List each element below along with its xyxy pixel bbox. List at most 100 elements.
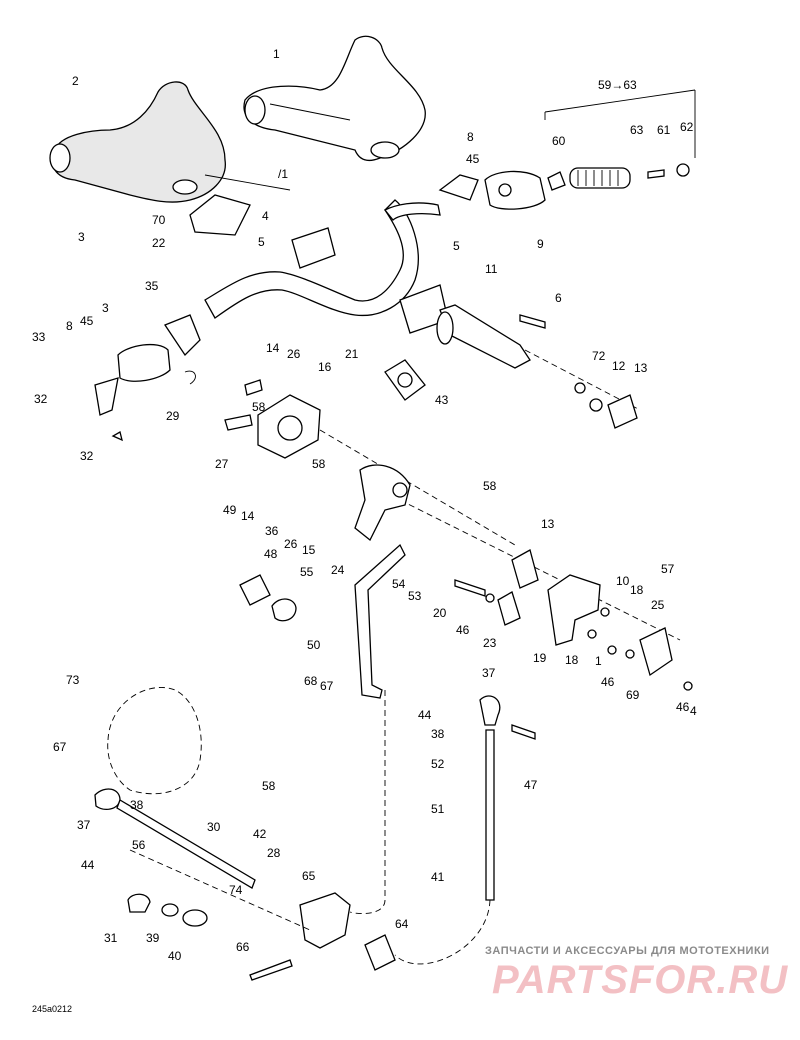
callout-48: 48	[264, 547, 278, 561]
plate-69	[639, 627, 673, 677]
callout-38: 38	[130, 798, 144, 812]
callout-6: 6	[555, 291, 562, 305]
ring-39	[161, 903, 179, 917]
callout-37: 37	[77, 818, 91, 832]
steering-column-11	[436, 304, 531, 369]
callout-22: 22	[152, 236, 166, 250]
callout-4: 4	[690, 704, 697, 718]
callout-44: 44	[81, 858, 95, 872]
bracket-19	[547, 574, 601, 646]
callout-51: 51	[431, 802, 445, 816]
callout-58: 58	[483, 479, 497, 493]
nut-62	[676, 163, 690, 177]
callout-35: 35	[145, 279, 159, 293]
callout-26: 26	[284, 537, 298, 551]
callout-69: 69	[626, 688, 640, 702]
callout-33: 33	[32, 330, 46, 344]
callout-74: 74	[229, 883, 243, 897]
callout-54: 54	[392, 577, 406, 591]
washer-72	[574, 382, 586, 394]
padding-plate	[189, 194, 251, 236]
callout-45: 45	[466, 152, 480, 166]
callout-47: 47	[524, 778, 538, 792]
callout-60: 60	[552, 134, 566, 148]
callout-46: 46	[676, 700, 690, 714]
callout-57: 57	[661, 562, 675, 576]
washer-12	[589, 398, 603, 412]
screw-61	[647, 169, 665, 179]
callout-27: 27	[215, 457, 229, 471]
callout-24: 24	[331, 563, 345, 577]
handlebar-21	[204, 199, 441, 319]
handlebar-padding-1	[243, 35, 426, 162]
callout-16: 16	[318, 360, 332, 374]
group-label: 59→63	[598, 78, 637, 92]
callout-30: 30	[207, 820, 221, 834]
callout-38: 38	[431, 727, 445, 741]
callout-67: 67	[320, 679, 334, 693]
clamp-block-5a	[291, 227, 336, 269]
bushing-13b	[511, 549, 539, 589]
callout-32: 32	[80, 449, 94, 463]
callout-5: 5	[258, 235, 265, 249]
callout-29: 29	[166, 409, 180, 423]
callout-31: 31	[104, 931, 118, 945]
callout-46: 46	[456, 623, 470, 637]
callout-21: 21	[345, 347, 359, 361]
callout-45: 45	[80, 314, 94, 328]
callout-42: 42	[253, 827, 267, 841]
clamp-55	[271, 598, 297, 622]
callout-43: 43	[435, 393, 449, 407]
callout-41: 41	[431, 870, 445, 884]
watermark-logo: PARTSFOR.RU	[492, 958, 789, 1002]
grip-mount-35	[164, 314, 201, 357]
plug-60	[547, 171, 566, 191]
callout-19: 19	[533, 651, 547, 665]
callout-10: 10	[616, 574, 630, 588]
callout-14: 14	[241, 509, 255, 523]
callout-49: 49	[223, 503, 237, 517]
watermark-caption: ЗАПЧАСТИ И АКСЕССУАРЫ ДЛЯ МОТОТЕХНИКИ	[485, 945, 770, 957]
callout-66: 66	[236, 940, 250, 954]
callout-3: 3	[78, 230, 85, 244]
callout-8: 8	[66, 319, 73, 333]
washer-46	[485, 593, 495, 603]
throttle-housing-9	[438, 170, 546, 210]
callout-50: 50	[307, 638, 321, 652]
callout-14: 14	[266, 341, 280, 355]
callout-12: 12	[612, 359, 626, 373]
column-block-16	[257, 394, 321, 459]
callout-40: 40	[168, 949, 182, 963]
handlebar-padding-2	[49, 81, 226, 203]
grip-63	[569, 167, 631, 189]
screw-66	[249, 959, 293, 981]
callout-37: 37	[482, 666, 496, 680]
lever-50	[354, 543, 406, 699]
cable-47	[394, 695, 501, 965]
ring-40	[182, 909, 208, 927]
bolt-6	[519, 314, 546, 329]
diagram-code: 245a0212	[32, 1004, 73, 1014]
callout-58: 58	[252, 400, 266, 414]
nut-14	[244, 379, 263, 396]
callout-15: 15	[302, 543, 316, 557]
callout-11: 11	[485, 262, 498, 276]
callout-53: 53	[408, 589, 422, 603]
callout-58: 58	[312, 457, 326, 471]
callout-4: 4	[262, 209, 269, 223]
bolt-20	[454, 579, 486, 597]
lever-32-pin	[111, 431, 123, 442]
callout-39: 39	[146, 931, 160, 945]
callout-46: 46	[601, 675, 615, 689]
callout-26: 26	[287, 347, 301, 361]
callout-62: 62	[680, 120, 694, 134]
callout-18: 18	[630, 583, 644, 597]
throttle-lever-3	[94, 343, 171, 416]
callout-1: 1	[273, 47, 280, 61]
callout-23: 23	[483, 636, 497, 650]
callout-8: 8	[467, 130, 474, 144]
callout-2: 2	[72, 74, 79, 88]
callout-13: 13	[634, 361, 648, 375]
